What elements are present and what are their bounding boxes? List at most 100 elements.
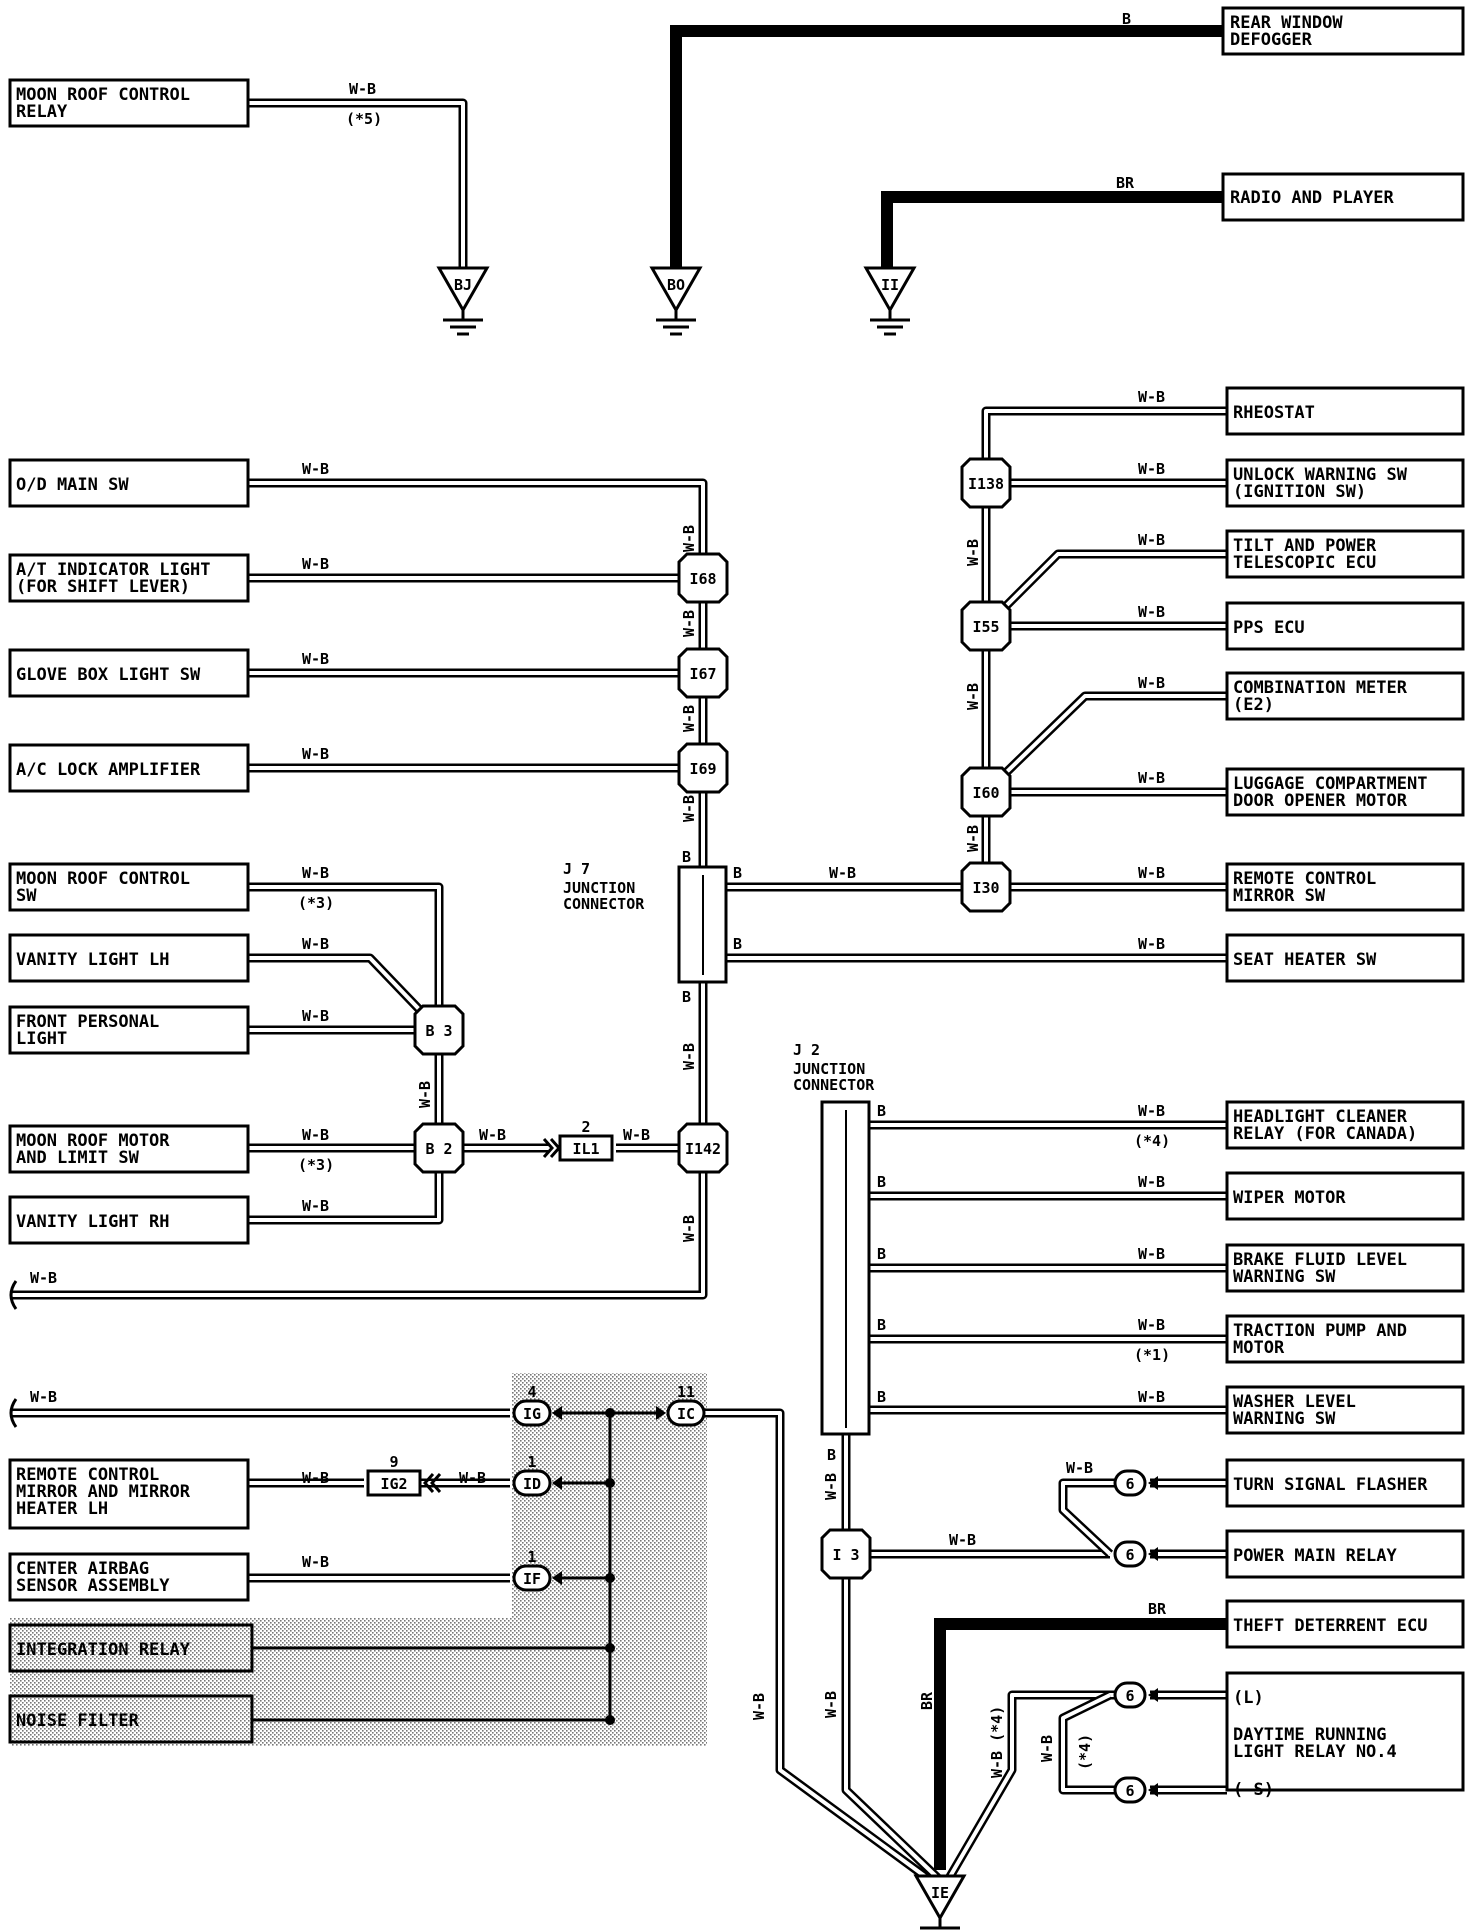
wire-theft-deterrent-br [934, 1618, 1227, 1870]
component-label: O/D MAIN SW [16, 475, 129, 495]
junction-connector-j2[interactable]: J 2 JUNCTION CONNECTOR [793, 1041, 875, 1436]
component-front-personal-light[interactable]: FRONT PERSONAL LIGHT [8, 1005, 250, 1055]
connector-6-turn-signal[interactable]: 6 [1113, 1469, 1147, 1497]
wire-color-label: B [827, 1446, 836, 1464]
junction-connector-j7[interactable]: J 7 JUNCTION CONNECTOR [563, 860, 728, 984]
ground-ie[interactable]: IE [913, 1874, 967, 1930]
wire-color-label: W-B [1138, 1316, 1165, 1334]
component-brake-fluid-level-sw[interactable]: BRAKE FLUID LEVEL WARNING SW [1225, 1243, 1465, 1293]
component-moon-roof-control-relay[interactable]: MOON ROOF CONTROL RELAY [8, 78, 250, 128]
connector-b3[interactable]: B 3 [413, 1004, 465, 1056]
vertical-wire-labels: W-B W-B W-B W-B W-B W-B W-B W-B W-B W-B … [416, 525, 1094, 1778]
wire-color-label: W-B [459, 1469, 486, 1487]
drl-pin-l-label: (L) [1233, 1688, 1264, 1708]
connector-label: I60 [972, 784, 999, 802]
component-seat-heater-sw[interactable]: SEAT HEATER SW [1225, 933, 1465, 983]
connector-label: ID [523, 1475, 541, 1493]
component-radio-and-player[interactable]: RADIO AND PLAYER [1221, 172, 1465, 222]
connector-label: IG2 [380, 1475, 407, 1493]
component-label: MIRROR AND MIRROR [16, 1482, 191, 1502]
component-turn-signal-flasher[interactable]: TURN SIGNAL FLASHER [1225, 1458, 1465, 1508]
connector-6-power-main[interactable]: 6 [1113, 1540, 1147, 1568]
component-label: RELAY (FOR CANADA) [1233, 1124, 1417, 1144]
component-at-indicator-light[interactable]: A/T INDICATOR LIGHT (FOR SHIFT LEVER) [8, 553, 250, 603]
component-noise-filter[interactable]: NOISE FILTER [8, 1694, 254, 1744]
connector-label: I67 [689, 665, 716, 683]
component-combination-meter[interactable]: COMBINATION METER (E2) [1225, 671, 1465, 721]
ground-bo[interactable]: BO [649, 266, 703, 336]
wire-color-label: W-B [1138, 603, 1165, 621]
wire-break-mark [9, 1398, 18, 1428]
component-od-main-sw[interactable]: O/D MAIN SW [8, 458, 250, 508]
connector-b2[interactable]: B 2 [413, 1122, 465, 1174]
component-power-main-relay[interactable]: POWER MAIN RELAY [1225, 1529, 1465, 1579]
component-ac-lock-amplifier[interactable]: A/C LOCK AMPLIFIER [8, 743, 250, 793]
connector-ig[interactable]: IG4 [512, 1383, 552, 1427]
wire-combination [982, 691, 1227, 796]
j2-name: CONNECTOR [793, 1076, 875, 1094]
connector-i55[interactable]: I55 [960, 600, 1012, 652]
connector-i138[interactable]: I138 [960, 457, 1012, 509]
component-label: PPS ECU [1233, 618, 1305, 638]
connector-id[interactable]: ID1 [512, 1453, 552, 1497]
component-label: HEATER LH [16, 1499, 108, 1519]
component-glove-box-light-sw[interactable]: GLOVE BOX LIGHT SW [8, 648, 250, 698]
wire-color-label: W-B [1138, 769, 1165, 787]
component-center-airbag-sensor[interactable]: CENTER AIRBAG SENSOR ASSEMBLY [8, 1552, 250, 1602]
wire-color-label: W-B [750, 1693, 768, 1720]
connector-if[interactable]: IF1 [512, 1548, 552, 1592]
connector-i30[interactable]: I30 [960, 861, 1012, 913]
connector-i68[interactable]: I68 [677, 552, 729, 604]
ground-bj[interactable]: BJ [436, 266, 490, 336]
wire-rheostat [981, 406, 1227, 887]
component-label: LIGHT [16, 1029, 67, 1049]
component-remote-mirror-heater-lh[interactable]: REMOTE CONTROL MIRROR AND MIRROR HEATER … [8, 1458, 250, 1530]
wire-color-label: W-B [302, 1553, 329, 1571]
component-remote-control-mirror-sw[interactable]: REMOTE CONTROL MIRROR SW [1225, 862, 1465, 912]
component-tilt-power-telescopic-ecu[interactable]: TILT AND POWER TELESCOPIC ECU [1225, 529, 1465, 579]
wire-turn-signal [1058, 1478, 1130, 1558]
connector-i60[interactable]: I60 [960, 766, 1012, 818]
wire-color-label: W-B [302, 1197, 329, 1215]
component-wiper-motor[interactable]: WIPER MOTOR [1225, 1171, 1465, 1221]
splice-dot [605, 1643, 615, 1653]
connector-i142[interactable]: I142 [677, 1122, 729, 1174]
component-daytime-running-light-relay[interactable]: (L) DAYTIME RUNNING LIGHT RELAY NO.4 (-S… [1225, 1671, 1465, 1800]
component-moon-roof-motor[interactable]: MOON ROOF MOTOR AND LIMIT SW [8, 1124, 250, 1174]
connector-label: I55 [972, 618, 999, 636]
wire-color-label: W-B [302, 935, 329, 953]
component-rheostat[interactable]: RHEOSTAT [1225, 386, 1465, 436]
wire-note: (*4) [1076, 1734, 1094, 1770]
wire-color-label: W-B [829, 864, 856, 882]
component-headlight-cleaner-relay[interactable]: HEADLIGHT CLEANER RELAY (FOR CANADA) [1225, 1100, 1465, 1150]
component-theft-deterrent-ecu[interactable]: THEFT DETERRENT ECU [1225, 1599, 1465, 1649]
receptacle-arrow [656, 1406, 666, 1420]
connector-i69[interactable]: I69 [677, 742, 729, 794]
component-unlock-warning-sw[interactable]: UNLOCK WARNING SW (IGNITION SW) [1225, 458, 1465, 508]
component-integration-relay[interactable]: INTEGRATION RELAY [8, 1623, 254, 1673]
component-moon-roof-control-sw[interactable]: MOON ROOF CONTROL SW [8, 862, 250, 912]
j7-name: CONNECTOR [563, 895, 645, 913]
connector-i3[interactable]: I 3 [820, 1528, 872, 1580]
component-luggage-opener-motor[interactable]: LUGGAGE COMPARTMENT DOOR OPENER MOTOR [1225, 767, 1465, 817]
wire-break-mark [9, 1280, 18, 1310]
wire-color-label: W-B [479, 1126, 506, 1144]
drl-pin-s-label: (-S) [1233, 1780, 1274, 1800]
component-label: VANITY LIGHT LH [16, 950, 170, 970]
connector-i67[interactable]: I67 [677, 647, 729, 699]
ground-ii[interactable]: II [863, 266, 917, 336]
component-traction-pump-motor[interactable]: TRACTION PUMP AND MOTOR [1225, 1314, 1465, 1364]
component-pps-ecu[interactable]: PPS ECU [1225, 601, 1465, 651]
j2-id: J 2 [793, 1041, 820, 1059]
component-vanity-light-rh[interactable]: VANITY LIGHT RH [8, 1195, 250, 1245]
component-washer-level-sw[interactable]: WASHER LEVEL WARNING SW [1225, 1385, 1465, 1435]
wire-note: (*5) [346, 110, 382, 128]
component-label: FRONT PERSONAL [16, 1012, 159, 1032]
component-rear-window-defogger[interactable]: REAR WINDOW DEFOGGER [1221, 6, 1465, 56]
connector-6-drl-l[interactable]: 6 [1113, 1681, 1147, 1709]
connector-6-drl-s[interactable]: 6 [1113, 1776, 1147, 1804]
component-vanity-light-lh[interactable]: VANITY LIGHT LH [8, 933, 250, 983]
